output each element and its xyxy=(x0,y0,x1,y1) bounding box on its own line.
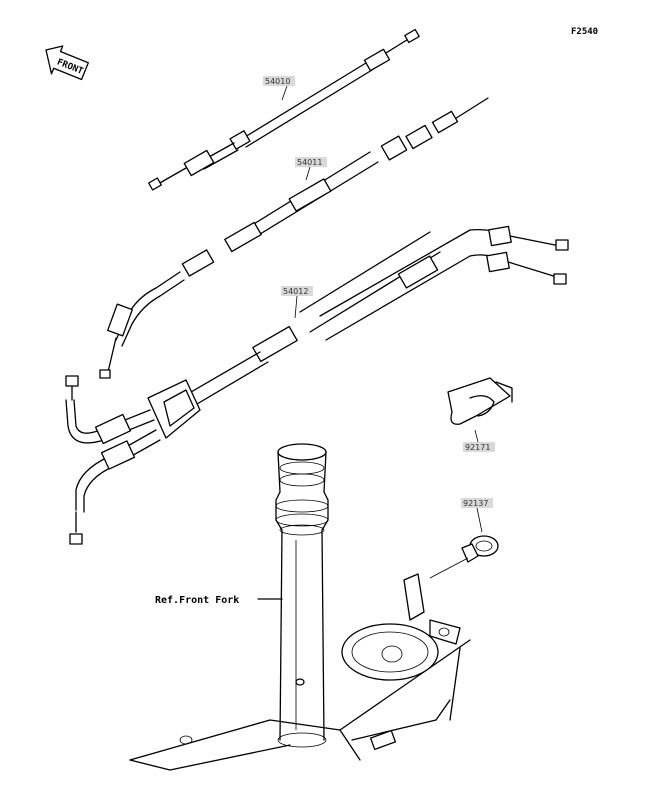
ref-front-fork-label: Ref.Front Fork xyxy=(155,595,283,606)
part-label-92171: 92171 xyxy=(463,429,495,452)
part-label-54012: 54012 xyxy=(281,286,313,319)
clamp-92171[interactable] xyxy=(447,377,513,425)
front-fork-tube xyxy=(275,443,329,748)
front-arrow-icon: FRONT xyxy=(45,45,89,81)
part-label-54010: 54010 xyxy=(263,76,295,101)
svg-text:54011: 54011 xyxy=(297,158,322,167)
guide-92137[interactable] xyxy=(429,535,499,579)
svg-text:Ref.Front Fork: Ref.Front Fork xyxy=(155,595,239,606)
cable-54011[interactable] xyxy=(99,97,489,379)
steering-clamp xyxy=(129,573,471,771)
svg-text:92137: 92137 xyxy=(463,499,488,508)
diagram-code: F2540 xyxy=(571,27,598,37)
svg-text:92171: 92171 xyxy=(465,443,490,452)
cable-54012[interactable] xyxy=(65,225,569,545)
svg-text:54010: 54010 xyxy=(265,77,290,86)
cable-54010[interactable] xyxy=(148,28,420,191)
part-label-54011: 54011 xyxy=(295,157,327,181)
svg-text:54012: 54012 xyxy=(283,287,308,296)
part-label-92137: 92137 xyxy=(461,498,493,533)
